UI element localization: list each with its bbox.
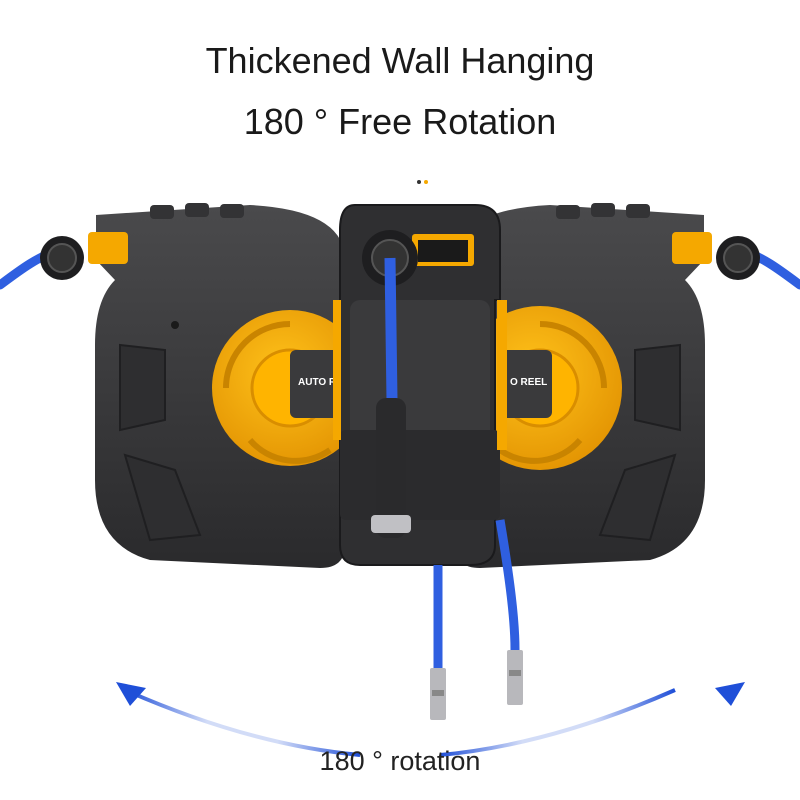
- headline-line-1: Thickened Wall Hanging: [205, 40, 595, 81]
- carousel-dots: [417, 180, 428, 184]
- center-hose: [384, 257, 398, 401]
- right-arrow-head: [715, 682, 745, 706]
- left-reel: AUTO REEL: [0, 203, 368, 568]
- center-reel: [333, 204, 507, 566]
- right-connector: [672, 232, 712, 264]
- hanging-hoses: [430, 519, 523, 720]
- left-reel-label: AUTO REEL: [298, 377, 356, 388]
- right-reel-label: O REEL: [510, 377, 547, 388]
- left-connector: [88, 232, 128, 264]
- left-grip: [150, 205, 174, 219]
- carousel-dot[interactable]: [417, 180, 421, 184]
- rotation-arrow: [116, 682, 745, 757]
- nozzle-handle: [376, 398, 406, 538]
- left-arrow-head: [116, 682, 146, 706]
- rotation-caption: 180 ° rotation: [319, 746, 481, 776]
- headline-line-2: 180 ° Free Rotation: [243, 101, 557, 142]
- carousel-dot-active[interactable]: [424, 180, 428, 184]
- right-reel: O REEL: [455, 203, 800, 568]
- right-quick-coupler: [507, 650, 523, 705]
